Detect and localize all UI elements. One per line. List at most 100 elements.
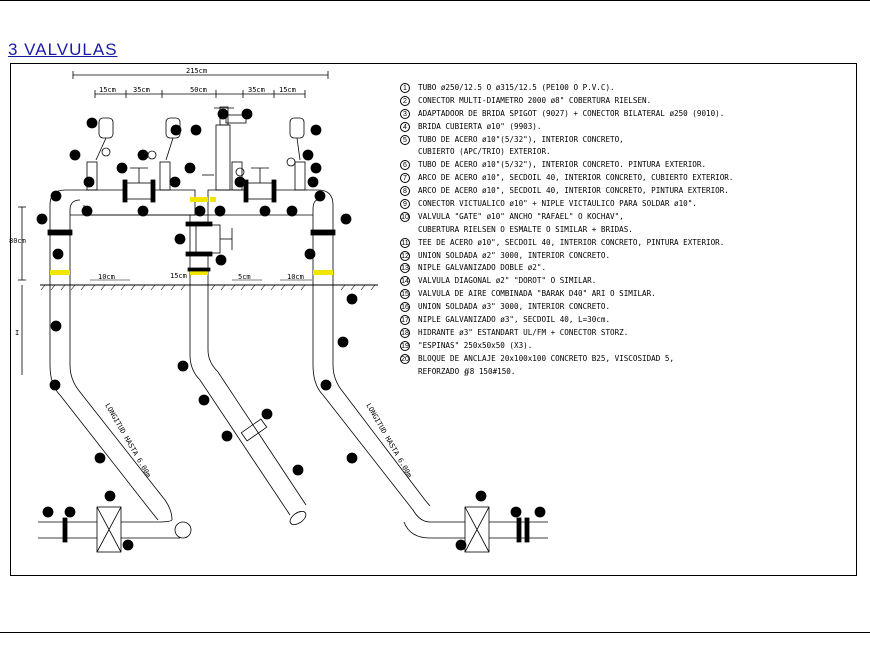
legend-item: 13 NIPLE GALVANIZADO DOBLE ø2". <box>400 262 840 275</box>
svg-text:5: 5 <box>56 251 60 258</box>
legend-text: ADAPTADOOR DE BRIDA SPIGOT (9027) + CONE… <box>418 108 725 118</box>
legend-number: 17 <box>400 315 410 326</box>
dim-5cm-mid: 5cm <box>238 273 251 281</box>
svg-text:11: 11 <box>198 208 206 215</box>
legend-number: 2 <box>400 95 410 106</box>
legend-text: BRIDA CUBIERTA ø10" (9903). <box>418 121 542 131</box>
ground-line <box>40 284 378 291</box>
legend-text: CUBIERTO (APC/TRIO) EXTERIOR. <box>418 147 551 157</box>
legend-number: 14 <box>400 276 410 287</box>
section-title: 3 VALVULAS <box>8 40 118 59</box>
legend-text: HIDRANTE ø3" ESTANDART UL/FM + CONECTOR … <box>418 327 629 337</box>
legend-item: 20 BLOQUE DE ANCLAJE 20x100x100 CONCRETO … <box>400 353 840 366</box>
svg-text:6: 6 <box>344 216 348 223</box>
legend-item: 6 TUBO DE ACERO ø10"(5/32"), INTERIOR CON… <box>400 159 840 172</box>
legend-item: CUBIERTO (APC/TRIO) EXTERIOR. <box>400 146 840 159</box>
legend-text: TUBO ø250/12.5 O ø315/12.5 (PE100 O P.V.… <box>418 83 615 92</box>
svg-text:10: 10 <box>140 208 148 215</box>
pipe-note-right: LONGITUD HASTA 6.00m <box>364 402 413 479</box>
dim-35a: 35cm <box>133 86 150 94</box>
legend-number: 15 <box>400 289 410 300</box>
dim-50: 50cm <box>190 86 207 94</box>
svg-text:17: 17 <box>193 127 201 134</box>
svg-text:14: 14 <box>72 152 80 159</box>
legend-text: BLOQUE DE ANCLAJE 20x100x100 CONCRETO B2… <box>418 353 675 363</box>
legend-number: 9 <box>400 199 410 210</box>
center-tee-valve <box>185 214 233 286</box>
legend-text: NIPLE GALVANIZADO ø3", SECDOIL 40, L=30c… <box>418 315 611 325</box>
legend-text: TUBO DE ACERO ø10"(5/32"), INTERIOR CONC… <box>418 160 707 170</box>
legend-text: "ESPINAS" 250x50x50 (X3). <box>418 340 533 350</box>
svg-text:3: 3 <box>265 411 269 418</box>
legend-number: 6 <box>400 160 410 171</box>
legend-text: UNION SOLDADA ø2" 3000, INTERIOR CONCRET… <box>418 250 611 260</box>
svg-text:19: 19 <box>125 542 133 549</box>
dim-80cm: 80cm <box>9 237 26 245</box>
svg-text:12: 12 <box>172 179 180 186</box>
svg-text:11: 11 <box>218 208 226 215</box>
svg-text:13: 13 <box>313 165 321 172</box>
svg-text:13: 13 <box>187 165 195 172</box>
svg-text:12: 12 <box>310 179 318 186</box>
svg-text:12: 12 <box>237 179 245 186</box>
svg-text:5: 5 <box>350 455 354 462</box>
legend-number: 3 <box>400 108 410 119</box>
svg-text:1g: 1g <box>349 296 357 303</box>
top-dimension-chain: 215cm 15cm 35cm 50cm 35cm 15cm <box>72 67 329 98</box>
legend-item: 8 ARCO DE ACERO ø10", SECDOIL 40, INTERIO… <box>400 185 840 198</box>
legend-text: CUBERTURA RIELSEN O ESMALTE O SIMILAR + … <box>418 224 633 234</box>
legend-number: 4 <box>400 121 410 132</box>
legend-number: 16 <box>400 302 410 313</box>
legend-number: 20 <box>400 353 410 364</box>
legend-text: NIPLE GALVANIZADO DOBLE ø2". <box>418 263 547 273</box>
svg-text:7: 7 <box>324 382 328 389</box>
bottom-border-line <box>0 632 870 633</box>
svg-text:2: 2 <box>68 509 72 516</box>
legend-text: CONECTOR VICTUALICO ø10" + NIPLE VICTAUL… <box>418 199 697 209</box>
clearance-dims: 10cm 15cm 5cm 10cm <box>90 272 312 281</box>
legend-number: 8 <box>400 186 410 197</box>
ground-joints <box>47 197 336 275</box>
svg-text:14: 14 <box>305 152 313 159</box>
svg-text:9: 9 <box>85 208 89 215</box>
legend-number <box>400 225 410 235</box>
svg-text:16: 16 <box>244 111 252 118</box>
drawing-frame <box>10 63 857 576</box>
legend-number: 7 <box>400 173 410 184</box>
dim-total: 215cm <box>186 67 207 75</box>
legend-item: 3 ADAPTADOOR DE BRIDA SPIGOT (9027) + CON… <box>400 108 840 121</box>
svg-text:8: 8 <box>54 193 58 200</box>
svg-text:15: 15 <box>173 127 181 134</box>
pipe-note-left: LONGITUD HASTA 6.00m <box>103 402 152 479</box>
legend-number: 5 <box>400 134 410 145</box>
svg-text:10: 10 <box>177 236 185 243</box>
air-valve-right <box>101 117 306 191</box>
legend-number: 13 <box>400 263 410 274</box>
gate-valve-right <box>243 167 277 203</box>
legend-text: VALVULA "GATE" ø10" ANCHO "RAFAEL" O KOC… <box>418 211 624 221</box>
dim-below: I <box>15 329 19 337</box>
svg-text:20: 20 <box>107 493 115 500</box>
legend-item: 17 NIPLE GALVANIZADO ø3", SECDOIL 40, L=3… <box>400 314 840 327</box>
svg-text:19: 19 <box>458 542 466 549</box>
svg-text:4: 4 <box>225 433 229 440</box>
svg-text:2: 2 <box>514 509 518 516</box>
svg-text:14: 14 <box>140 152 148 159</box>
legend-number: 19 <box>400 340 410 351</box>
svg-text:15: 15 <box>89 120 97 127</box>
legend-number <box>400 147 410 157</box>
legend-text: ARCO DE ACERO ø10", SECDOIL 40, INTERIOR… <box>418 186 729 196</box>
legend-number: 11 <box>400 237 410 248</box>
svg-text:12: 12 <box>86 179 94 186</box>
dim-35b: 35cm <box>248 86 265 94</box>
svg-text:–: – <box>296 467 300 474</box>
center-buried-pipe <box>189 285 307 525</box>
legend-number: 12 <box>400 250 410 261</box>
